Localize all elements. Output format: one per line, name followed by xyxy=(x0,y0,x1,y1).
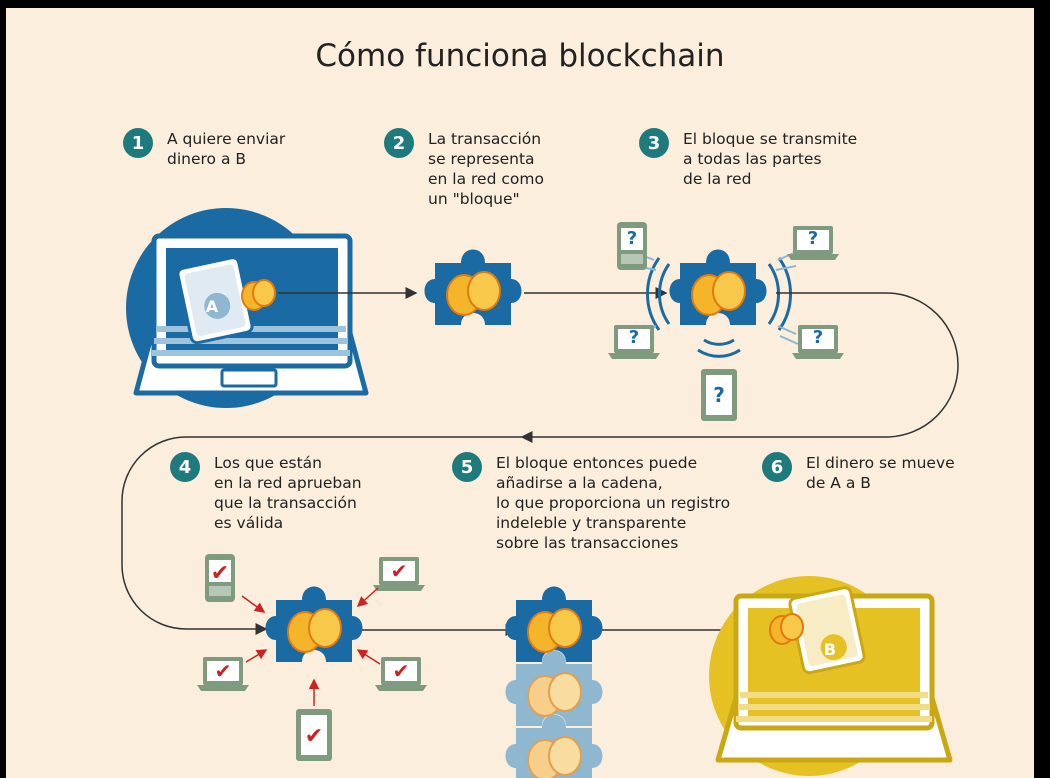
step-1-line-2: dinero a B xyxy=(167,150,247,168)
sender-laptop: A xyxy=(126,208,369,408)
step-4: 4 Los que están en la red aprueban que l… xyxy=(170,452,362,533)
step-2-number: 2 xyxy=(384,128,414,158)
step-1: 1 A quiere enviar dinero a B xyxy=(123,128,285,169)
diagram-artwork: A xyxy=(121,208,959,778)
question-icon: ? xyxy=(713,383,725,407)
step-3-number: 3 xyxy=(639,128,669,158)
network-device-laptop-top-right: ? xyxy=(787,226,839,260)
step-5-line-4: indeleble y transparente xyxy=(496,514,687,532)
question-icon: ? xyxy=(813,327,823,348)
step-3-line-3: de la red xyxy=(683,170,752,188)
check-icon: ✔ xyxy=(211,561,229,586)
approver-tablet: ✔ xyxy=(296,709,332,761)
step-1-line-1: A quiere enviar xyxy=(167,130,286,148)
approval-block xyxy=(264,585,364,663)
step-2-line-2: se representa xyxy=(428,150,535,168)
step-5-line-1: El bloque entonces puede xyxy=(496,454,698,472)
wallet-b-label: B xyxy=(824,640,836,659)
step-5-line-2: añadirse a la cadena, xyxy=(496,474,663,492)
approver-laptop-bottom-left: ✔ xyxy=(197,657,249,691)
step-1-number: 1 xyxy=(123,128,153,158)
step-5: 5 El bloque entonces puede añadirse a la… xyxy=(452,452,730,553)
block-icon xyxy=(423,248,523,326)
check-icon: ✔ xyxy=(305,724,323,749)
broadcast-block xyxy=(633,248,799,358)
approver-laptop-bottom-right: ✔ xyxy=(375,657,427,691)
step-4-number: 4 xyxy=(170,452,200,482)
blockchain-stack xyxy=(504,585,604,778)
step-2-line-4: un "bloque" xyxy=(428,190,520,208)
network-device-tablet: ? xyxy=(701,369,737,421)
question-icon: ? xyxy=(627,228,637,249)
step-2: 2 La transacción se representa en la red… xyxy=(384,128,544,209)
network-device-laptop-bottom-left: ? xyxy=(608,325,660,359)
wallet-a-label: A xyxy=(206,297,219,316)
network-device-phone: ? xyxy=(617,222,647,270)
receiver-laptop: B xyxy=(709,576,953,776)
step-2-line-1: La transacción xyxy=(428,130,542,148)
step-4-line-4: es válida xyxy=(214,514,284,532)
approver-laptop-top-right: ✔ xyxy=(373,557,425,591)
step-3: 3 El bloque se transmite a todas las par… xyxy=(639,128,857,189)
step-3-line-1: El bloque se transmite xyxy=(683,130,858,148)
step-5-number: 5 xyxy=(452,452,482,482)
approver-phone: ✔ xyxy=(205,554,235,602)
infographic-title: Cómo funciona blockchain xyxy=(315,38,725,74)
step-3-line-2: a todas las partes xyxy=(683,150,822,168)
approval-arrows xyxy=(241,587,381,706)
network-device-laptop-bottom-right: ? xyxy=(792,325,844,359)
arrow-3-to-4-top xyxy=(520,292,959,443)
step-4-line-3: que la transacción xyxy=(214,494,357,512)
step-5-line-5: sobre las transacciones xyxy=(496,534,679,552)
step-4-line-1: Los que están xyxy=(214,454,322,472)
step-2-line-3: en la red como xyxy=(428,170,544,188)
check-icon: ✔ xyxy=(393,659,410,683)
step-5-line-3: lo que proporciona un registro xyxy=(496,494,731,512)
arrow-3-to-4-bottom xyxy=(121,436,522,635)
check-icon: ✔ xyxy=(215,659,232,683)
step-6-number: 6 xyxy=(762,452,792,482)
step-6-line-2: de A a B xyxy=(806,474,871,492)
check-icon: ✔ xyxy=(391,559,408,583)
step-4-line-2: en la red aprueban xyxy=(214,474,362,492)
question-icon: ? xyxy=(629,327,639,348)
infographic: Cómo funciona blockchain 1 A quiere envi… xyxy=(6,8,1034,778)
question-icon: ? xyxy=(808,228,818,249)
step-6: 6 El dinero se mueve de A a B xyxy=(762,452,955,493)
step-6-line-1: El dinero se mueve xyxy=(806,454,955,472)
